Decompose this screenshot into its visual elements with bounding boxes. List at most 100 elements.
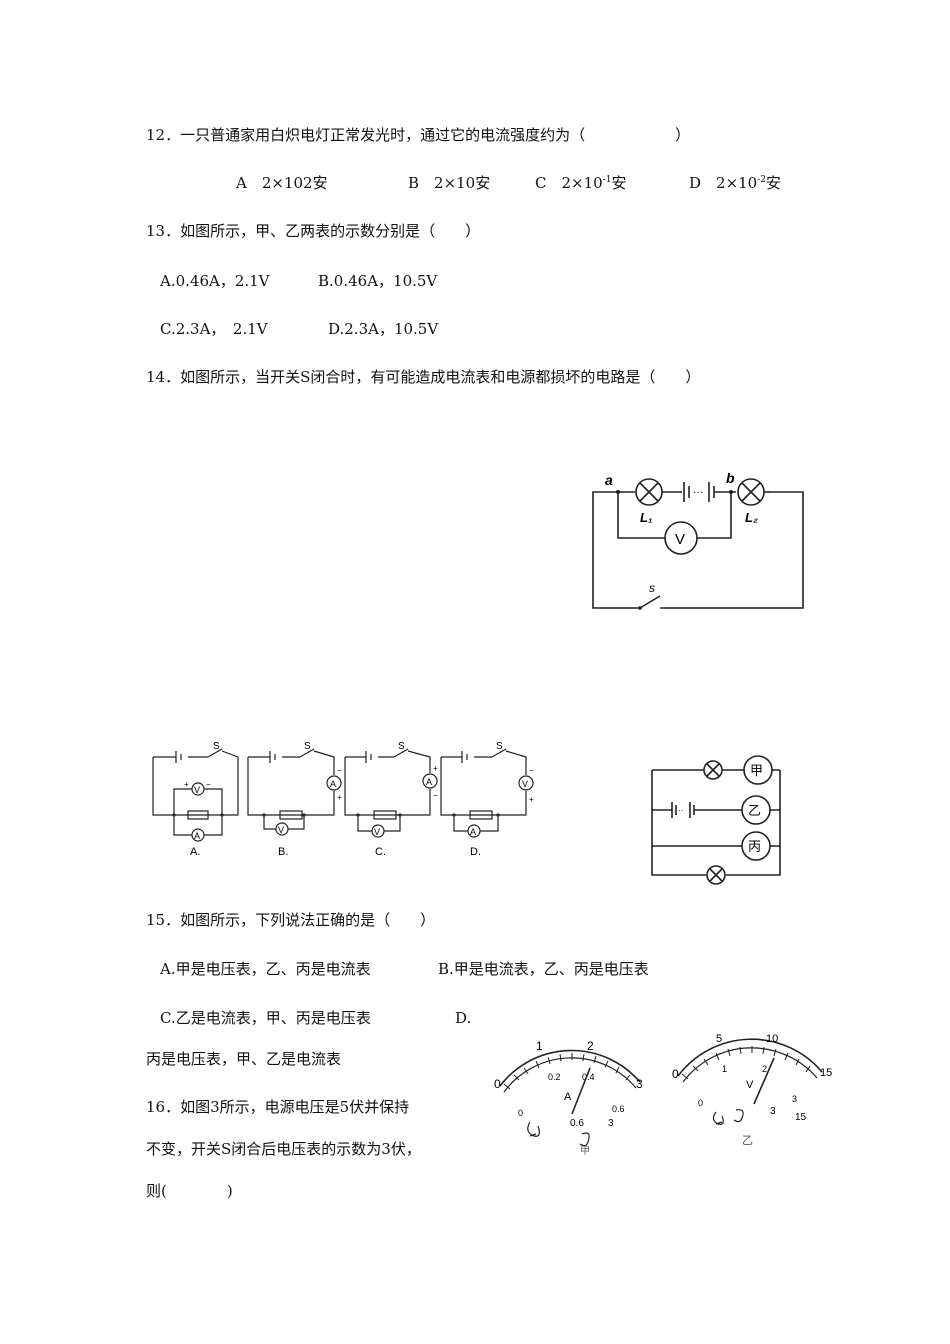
circuit-option-b: S A − + V B. bbox=[247, 741, 342, 858]
voltmeter-outer-5: 5 bbox=[716, 1033, 722, 1045]
voltmeter-symbol: V bbox=[675, 531, 685, 548]
q12-option-c-unit: 安 bbox=[611, 174, 627, 192]
svg-text:−: − bbox=[337, 766, 342, 775]
battery-dots: ·· bbox=[678, 806, 683, 815]
circuit-figure-lamps-voltmeter: s ··· V a b L₁ L₂ bbox=[592, 470, 804, 610]
circuit-b-label: B. bbox=[278, 846, 288, 858]
q15-option-c: C.乙是电流表，甲、丙是电压表 bbox=[160, 1009, 371, 1027]
ammeter-terminal-06: 0.6 bbox=[570, 1118, 584, 1129]
ammeter-inner-0: 0 bbox=[518, 1108, 523, 1118]
voltmeter-symbol: V bbox=[746, 1079, 754, 1091]
meter-jia-label: 甲 bbox=[750, 764, 763, 779]
circuit-a-voltmeter: V bbox=[194, 785, 200, 795]
meter-dials-figure: 0 1 2 3 0 0.2 0.4 0.6 A 0.6 3 甲 0 5 10 1… bbox=[494, 1033, 832, 1157]
ammeter-inner-2: 0.4 bbox=[582, 1072, 595, 1082]
q15-option-d-text: 丙是电压表，甲、乙是电流表 bbox=[146, 1050, 342, 1068]
lamp-bottom bbox=[706, 865, 726, 885]
ammeter-tick-0: 0 bbox=[494, 1077, 501, 1091]
battery-dots: ··· bbox=[693, 487, 703, 498]
q12-option-c: C 2×10-1安 bbox=[535, 176, 626, 191]
lamp-top bbox=[703, 760, 723, 780]
q13-option-c: C.2.3A， 2.1V bbox=[160, 320, 268, 338]
circuit-option-a: S V + − A A. bbox=[152, 741, 239, 858]
svg-text:+: + bbox=[433, 764, 438, 773]
q13-option-b: B.0.46A，10.5V bbox=[318, 272, 438, 290]
meter-yi bbox=[741, 795, 771, 825]
q16-line-1: 16．如图3所示，电源电压是5伏并保持 bbox=[146, 1098, 410, 1116]
q12-option-a: A 2×102安 bbox=[236, 174, 328, 192]
voltmeter-dial: 0 5 10 15 0 1 2 3 V 3 15 乙 bbox=[672, 1033, 832, 1147]
voltmeter-outer-15: 15 bbox=[820, 1067, 832, 1079]
circuit-a-ammeter: A bbox=[194, 831, 200, 841]
circuit-d-label: D. bbox=[470, 846, 481, 858]
q15-option-d-label: D. bbox=[455, 1009, 472, 1027]
switch-label: s bbox=[649, 581, 655, 595]
node-a-label: a bbox=[605, 472, 613, 488]
q12-option-d-exp: -2 bbox=[757, 175, 767, 185]
circuit-outer-wire bbox=[592, 491, 640, 609]
circuit-figure-meters: 甲 ·· 乙 丙 bbox=[651, 755, 781, 885]
circuit-d-ammeter: A bbox=[470, 827, 476, 837]
q16-line-3: 则( ) bbox=[146, 1182, 233, 1200]
ammeter-inner-1: 0.2 bbox=[548, 1072, 561, 1082]
svg-text:−: − bbox=[529, 766, 534, 775]
voltmeter-inner-3: 3 bbox=[792, 1094, 797, 1104]
ammeter-terminal-3: 3 bbox=[608, 1118, 614, 1129]
q12-option-b: B 2×10安 bbox=[408, 174, 491, 192]
switch-pivot bbox=[638, 606, 642, 610]
circuit-d-voltmeter: V bbox=[522, 779, 528, 789]
voltmeter-outer-0: 0 bbox=[672, 1067, 679, 1081]
voltmeter-inner-1: 1 bbox=[722, 1064, 727, 1074]
q12-option-c-exp: -1 bbox=[602, 175, 612, 185]
q12-stem: 12．一只普通家用白炽电灯正常发光时，通过它的电流强度约为（ ） bbox=[146, 126, 691, 144]
circuit-c-label: C. bbox=[375, 846, 386, 858]
q13-option-a: A.0.46A，2.1V bbox=[160, 272, 270, 290]
q16-line-2: 不变，开关S闭合后电压表的示数为3伏， bbox=[146, 1140, 421, 1158]
node-b-label: b bbox=[726, 470, 735, 486]
q14-stem: 14．如图所示，当开关S闭合时，有可能造成电流表和电源都损坏的电路是（ ） bbox=[146, 368, 701, 386]
circuit-b-ammeter: A bbox=[330, 779, 336, 789]
svg-text:+: + bbox=[184, 780, 189, 789]
circuit-a-switch-label: S bbox=[213, 741, 220, 752]
voltmeter-inner-0: 0 bbox=[698, 1098, 703, 1108]
circuit-d-switch-label: S bbox=[496, 741, 503, 752]
meter-bing bbox=[741, 831, 771, 861]
switch-blade bbox=[639, 595, 661, 609]
circuit-b-switch-label: S bbox=[304, 741, 311, 752]
circuit-c-switch-label: S bbox=[398, 741, 405, 752]
lamp-l2-label: L₂ bbox=[745, 510, 758, 525]
circuit-c-ammeter: A bbox=[426, 777, 432, 787]
voltmeter-caption: 乙 bbox=[742, 1134, 753, 1147]
q15-stem: 15．如图所示，下列说法正确的是（ ） bbox=[146, 911, 436, 929]
circuit-right-wire bbox=[660, 491, 804, 609]
voltmeter-terminal-3: 3 bbox=[770, 1106, 776, 1117]
ammeter-symbol: A bbox=[564, 1091, 572, 1103]
q12-option-c-base: C 2×10 bbox=[535, 174, 603, 192]
circuit-a-label: A. bbox=[190, 846, 200, 858]
ammeter-dial: 0 1 2 3 0 0.2 0.4 0.6 A 0.6 3 甲 bbox=[494, 1039, 643, 1157]
voltmeter-branch bbox=[617, 492, 732, 539]
meter-bing-label: 丙 bbox=[748, 840, 761, 855]
q15-option-b: B.甲是电流表，乙、丙是电压表 bbox=[438, 960, 649, 978]
ammeter-tick-2: 2 bbox=[587, 1039, 594, 1053]
svg-text:−: − bbox=[206, 780, 211, 789]
voltmeter-needle bbox=[753, 1057, 775, 1105]
ammeter-tick-3: 3 bbox=[636, 1077, 643, 1091]
q15-option-a: A.甲是电压表，乙、丙是电流表 bbox=[160, 960, 371, 978]
svg-text:+: + bbox=[337, 793, 342, 802]
svg-text:−: − bbox=[433, 791, 438, 800]
voltmeter-inner-2: 2 bbox=[762, 1064, 767, 1074]
circuit-option-c: S A + − V C. bbox=[344, 741, 438, 858]
ammeter-caption: 甲 bbox=[580, 1146, 590, 1157]
q13-option-d: D.2.3A，10.5V bbox=[328, 320, 439, 338]
ammeter-needle bbox=[571, 1067, 591, 1115]
circuit-options-abcd: S V + − A A. S A − + V B. S A bbox=[152, 741, 534, 858]
q12-option-d: D 2×10-2安 bbox=[689, 176, 781, 191]
meter-yi-label: 乙 bbox=[748, 804, 761, 819]
circuit-option-d: S V − + A D. bbox=[440, 741, 534, 858]
voltmeter-outer-10: 10 bbox=[766, 1033, 778, 1045]
lamp-l1-label: L₁ bbox=[640, 510, 653, 525]
circuit-c-voltmeter: V bbox=[374, 827, 380, 837]
circuit-b-voltmeter: V bbox=[278, 825, 284, 835]
svg-text:+: + bbox=[529, 795, 534, 804]
